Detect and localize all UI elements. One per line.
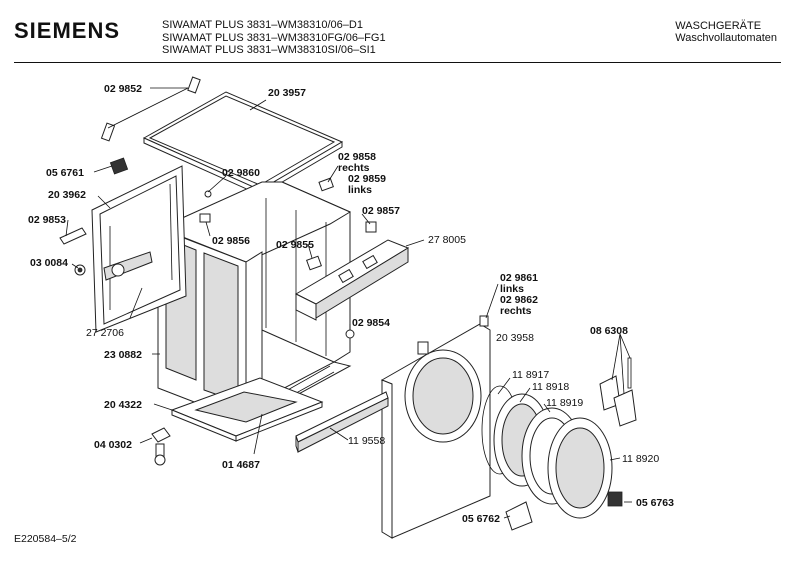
label-118920: 11 8920 (622, 453, 659, 465)
label-203962: 20 3962 (48, 189, 86, 201)
door-assembly (481, 385, 613, 519)
label-203958: 20 3958 (496, 332, 534, 344)
model-line-2: SIWAMAT PLUS 3831–WM38310FG/06–FG1 (162, 31, 386, 44)
model-list: SIWAMAT PLUS 3831–WM38310/06–D1 SIWAMAT … (162, 19, 386, 57)
front-bar (295, 391, 389, 453)
control-panel-frame (294, 239, 410, 321)
part-labels: 02 9852 20 3957 05 6761 20 3962 02 9853 … (28, 83, 674, 525)
label-040302: 04 0302 (94, 439, 132, 451)
label-272706: 27 2706 (86, 327, 124, 339)
label-029862: 02 9862 (500, 294, 538, 306)
label-118919: 11 8919 (546, 397, 583, 409)
label-029854: 02 9854 (352, 317, 390, 329)
front-panel (380, 323, 491, 539)
label-056763: 05 6763 (636, 497, 674, 509)
label-056761: 05 6761 (46, 167, 84, 179)
model-line-1: SIWAMAT PLUS 3831–WM38310/06–D1 (162, 19, 363, 31)
brand-logo: SIEMENS (14, 18, 121, 43)
label-203957: 20 3957 (268, 87, 306, 99)
top-cover-plate (142, 91, 344, 196)
label-014687: 01 4687 (222, 459, 260, 471)
base-plate (170, 377, 324, 442)
label-118917: 11 8917 (512, 369, 549, 381)
label-029859-side: links (348, 184, 372, 196)
leader-lines (65, 87, 632, 519)
label-056762: 05 6762 (462, 513, 500, 525)
label-029859: 02 9859 (348, 173, 386, 185)
label-029857: 02 9857 (362, 205, 400, 217)
label-029861-side: links (500, 283, 524, 295)
label-029858: 02 9858 (338, 151, 376, 163)
label-029862-side: rechts (500, 305, 532, 317)
category-title: WASCHGERÄTE (675, 20, 762, 32)
label-119558: 11 9558 (348, 435, 385, 447)
small-parts (59, 76, 637, 531)
label-029853: 02 9853 (28, 214, 66, 226)
label-086308: 08 6308 (590, 325, 628, 337)
label-118918: 11 8918 (532, 381, 569, 393)
category-subtitle: Waschvollautomaten (675, 32, 777, 44)
model-line-3: SIWAMAT PLUS 3831–WM38310SI/06–SI1 (162, 44, 376, 56)
label-029855: 02 9855 (276, 239, 314, 251)
drawing-code: E220584–5/2 (14, 533, 77, 545)
label-230882: 23 0882 (104, 349, 142, 361)
label-029861: 02 9861 (500, 272, 538, 284)
category-block: WASCHGERÄTE Waschvollautomaten (675, 20, 777, 44)
label-030084: 03 0084 (30, 257, 68, 269)
label-029860: 02 9860 (222, 167, 260, 179)
label-029856: 02 9856 (212, 235, 250, 247)
header-divider (14, 62, 781, 63)
label-204322: 20 4322 (104, 399, 142, 411)
label-029858-side: rechts (338, 162, 370, 174)
label-029852: 02 9852 (104, 83, 142, 95)
label-278005: 27 8005 (428, 234, 466, 246)
side-panel (91, 165, 187, 333)
